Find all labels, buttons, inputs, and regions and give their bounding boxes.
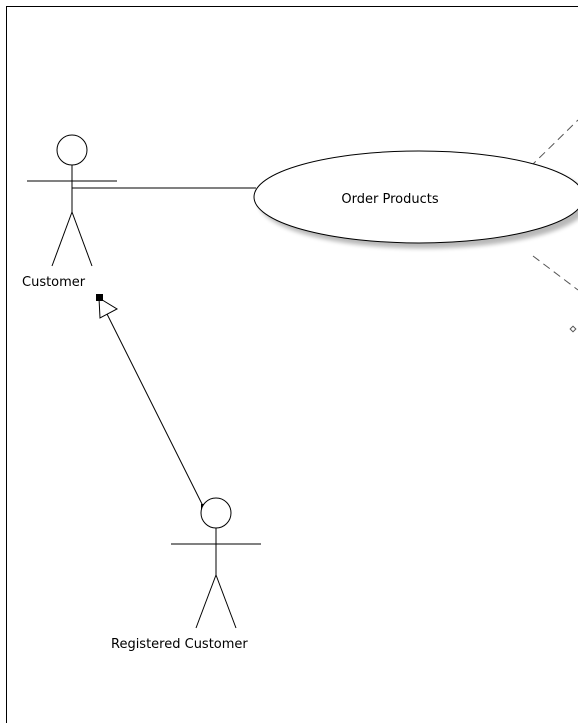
actor-customer-label: Customer	[22, 275, 86, 290]
dependency-line-lower[interactable]	[532, 255, 578, 291]
dependency-line-upper[interactable]	[529, 119, 578, 168]
actor-registered-customer-leg-left	[195, 574, 217, 629]
usecase-order-products-label: Order Products	[341, 192, 439, 207]
actor-customer[interactable]	[27, 134, 117, 267]
actor-registered-customer-head	[200, 497, 232, 529]
actor-customer-head	[56, 134, 88, 166]
selection-handle-top[interactable]	[96, 294, 103, 301]
actor-registered-customer-label: Registered Customer	[111, 637, 248, 652]
actor-customer-leg-right	[71, 211, 93, 267]
usecase-order-products[interactable]	[253, 150, 578, 244]
actor-customer-leg-left	[51, 211, 73, 267]
generalization-arrowhead	[98, 297, 119, 319]
actor-registered-customer-leg-right	[215, 574, 237, 629]
generalization-line[interactable]	[103, 307, 205, 509]
dependency-endpoint-marker	[569, 325, 577, 333]
actor-registered-customer[interactable]	[171, 497, 261, 629]
